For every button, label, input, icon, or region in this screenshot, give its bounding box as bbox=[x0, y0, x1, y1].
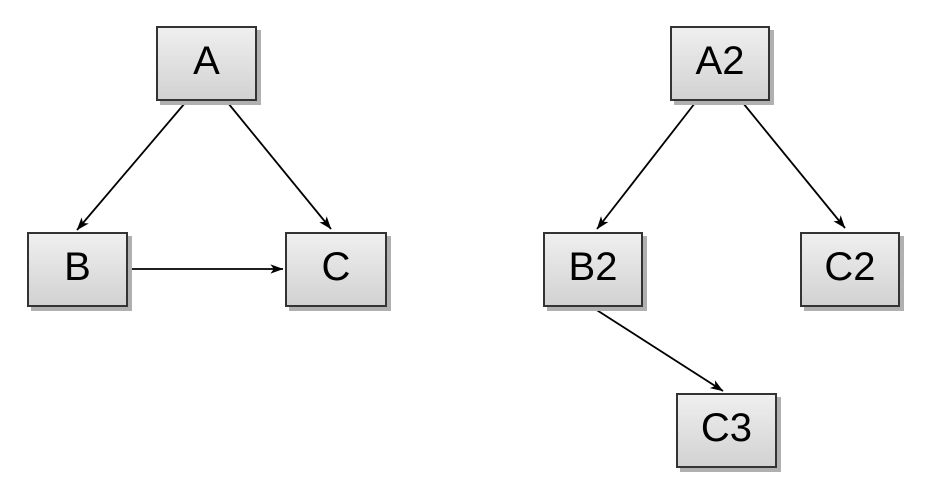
node-label: C bbox=[321, 244, 351, 289]
edge-B2-C3 bbox=[591, 306, 724, 392]
node-C[interactable]: C bbox=[285, 232, 387, 307]
edge-A-C bbox=[227, 102, 332, 230]
node-label: C3 bbox=[700, 405, 753, 450]
node-A[interactable]: A bbox=[156, 26, 257, 101]
node-B2[interactable]: B2 bbox=[543, 232, 643, 307]
node-label: A2 bbox=[695, 38, 745, 83]
node-label: C2 bbox=[824, 244, 876, 289]
node-label: A bbox=[193, 38, 220, 83]
node-B[interactable]: B bbox=[27, 232, 128, 307]
node-A2[interactable]: A2 bbox=[670, 26, 770, 101]
node-C3[interactable]: C3 bbox=[676, 393, 777, 468]
node-label: B2 bbox=[568, 244, 618, 289]
node-C2[interactable]: C2 bbox=[800, 232, 900, 307]
edge-A2-B2 bbox=[596, 102, 696, 230]
edge-A2-C2 bbox=[742, 102, 846, 229]
edge-A-B bbox=[76, 102, 186, 231]
node-label: B bbox=[64, 244, 91, 289]
